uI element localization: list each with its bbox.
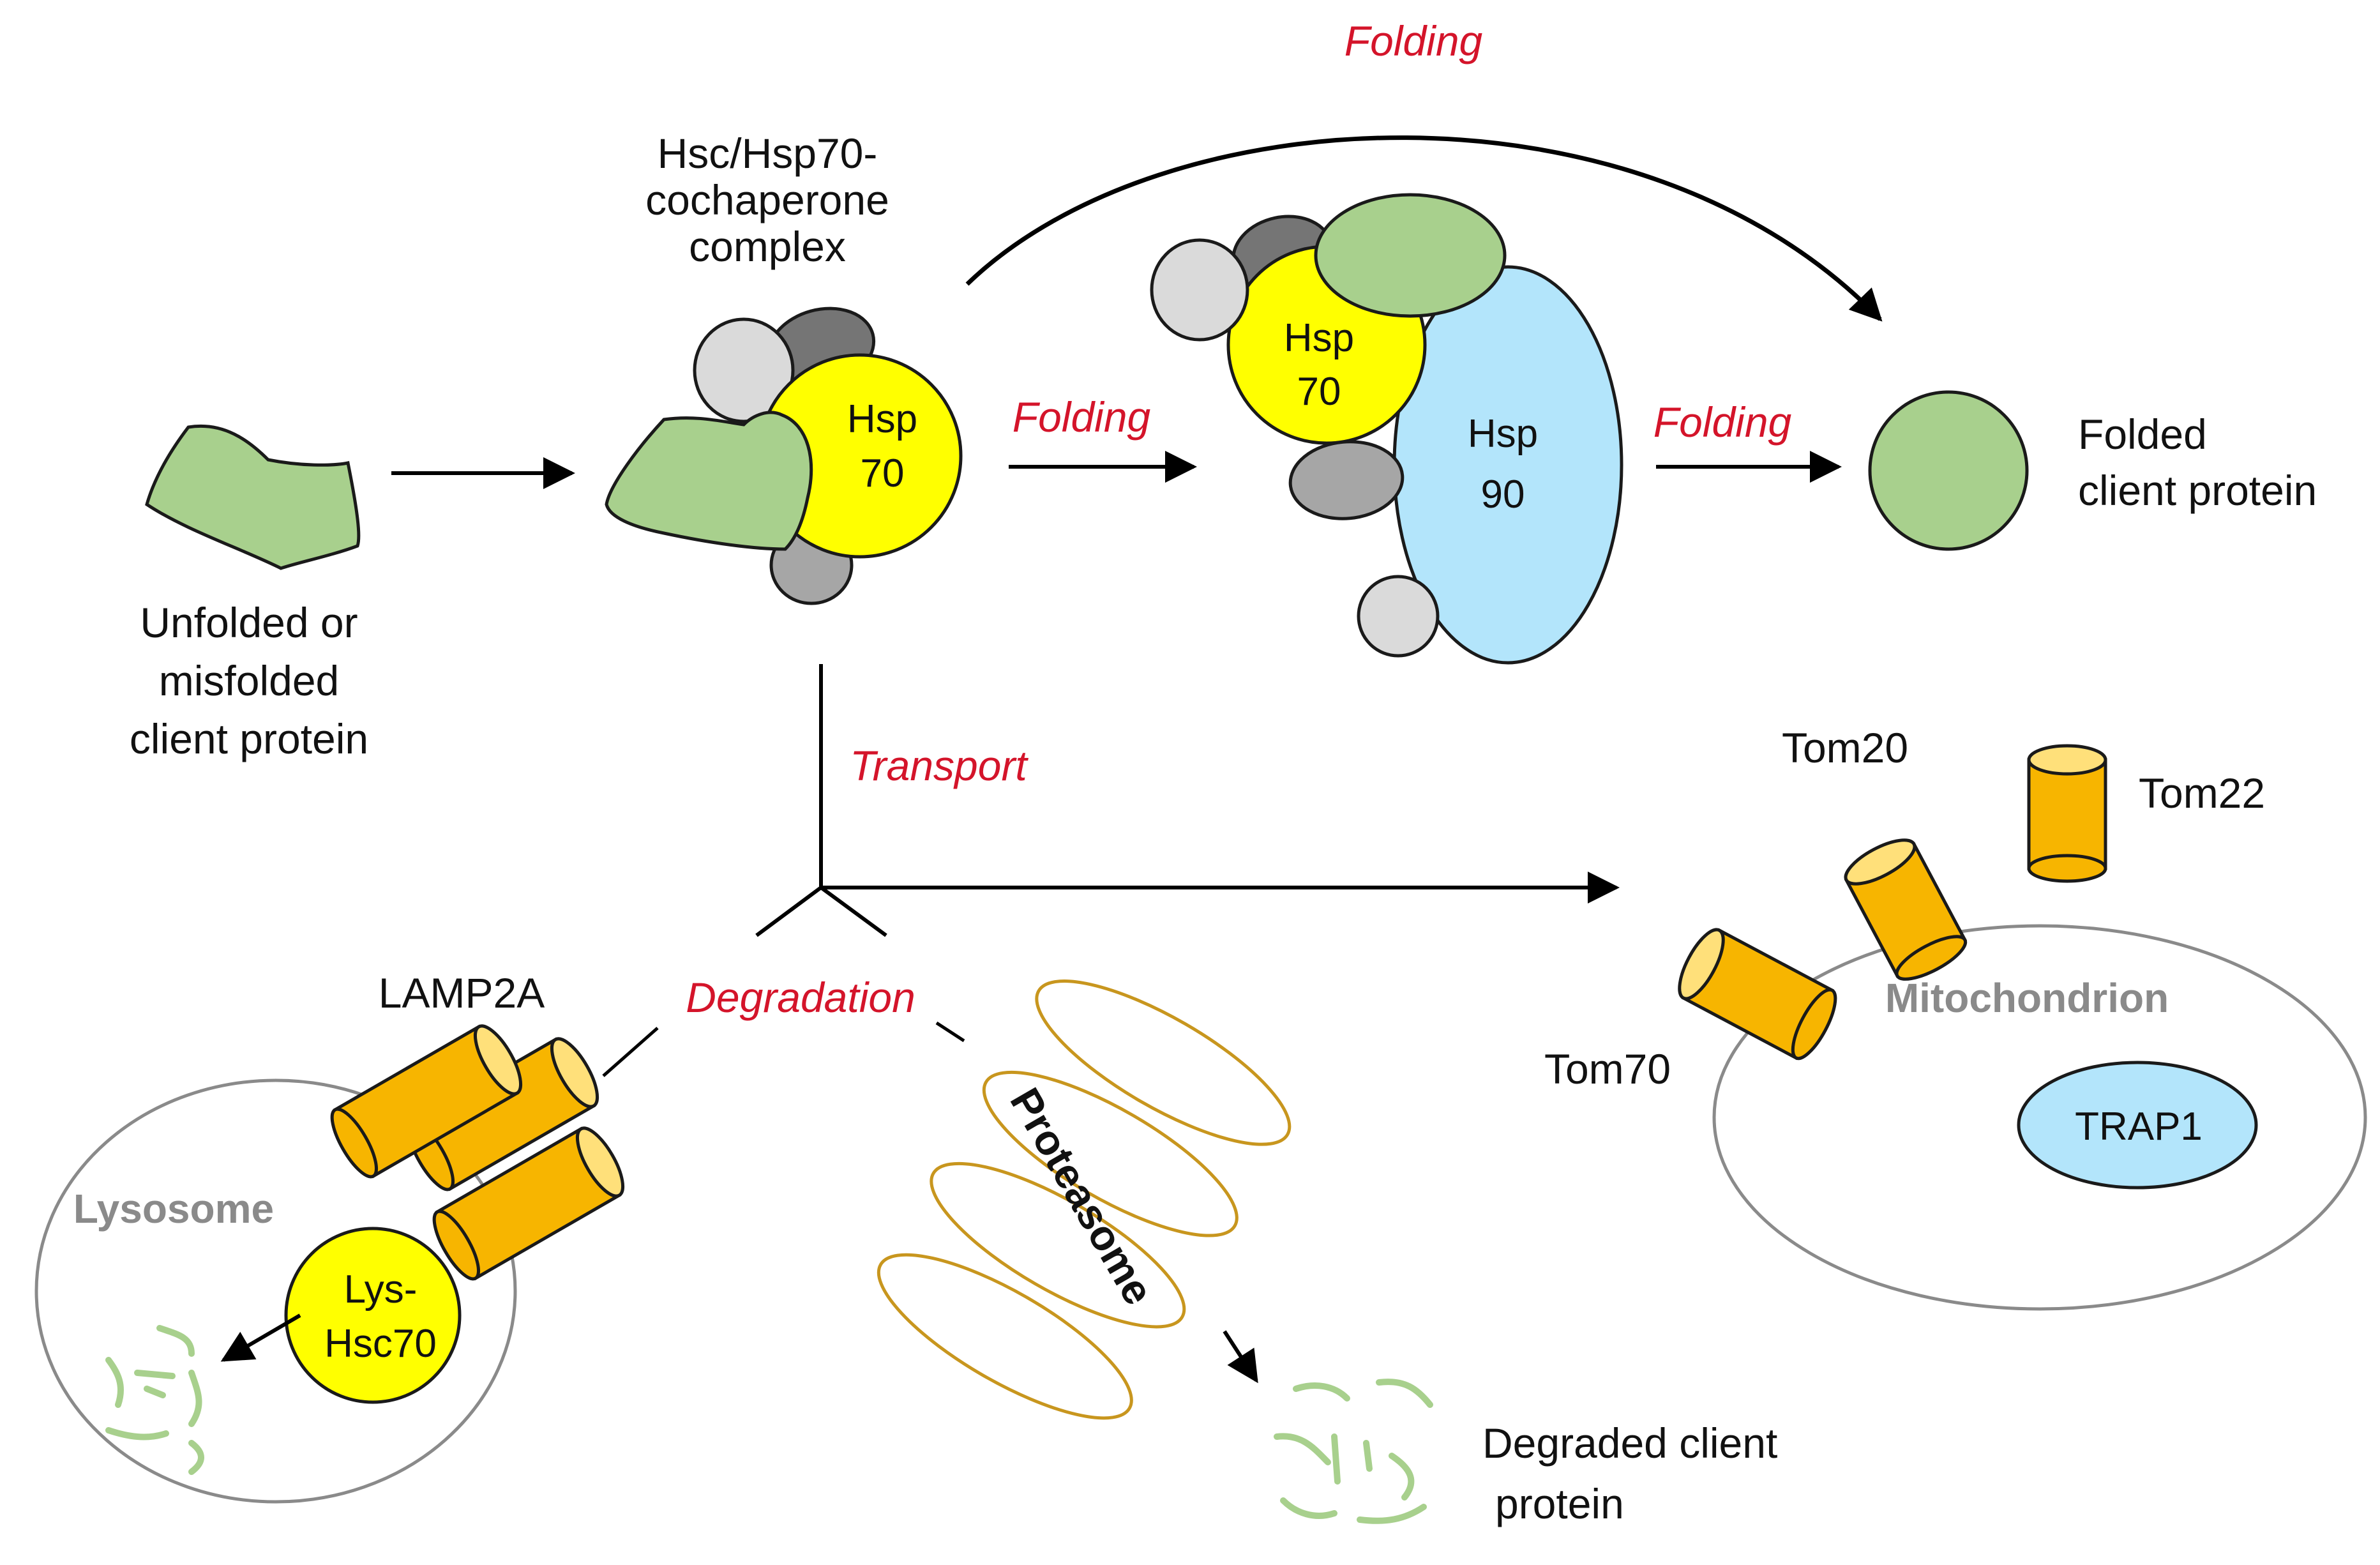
tom22-label: Tom22 — [2139, 769, 2265, 817]
lys-hsc70-label-1: Lys- — [344, 1267, 418, 1312]
complex-label-3: complex — [689, 223, 846, 270]
cochaperone-light-circle-2 — [1150, 238, 1249, 342]
degraded-label-2: protein — [1495, 1480, 1624, 1527]
folded-client-protein — [1868, 390, 2029, 551]
mitochondrion-outline — [1712, 924, 2367, 1311]
lys-hsc70-circle — [284, 1227, 462, 1404]
mitochondrion-label: Mitochondrion — [1885, 975, 2169, 1021]
unfolded-label-2: misfolded — [159, 657, 339, 704]
degradation-branch-right — [820, 886, 887, 937]
folded-label-1: Folded — [2078, 411, 2207, 458]
folding-label-top: Folding — [1344, 17, 1483, 64]
complex-label-1: Hsc/Hsp70- — [658, 130, 878, 177]
trap1-ellipse — [2017, 1061, 2258, 1190]
tom20-cylinder — [1844, 838, 1968, 981]
hsp70-2-label-1: Hsp — [1284, 316, 1354, 360]
hsp70-2-label-2: 70 — [1297, 370, 1341, 414]
hsp70-label-1: Hsp — [847, 397, 917, 441]
degradation-label: Degradation — [686, 974, 915, 1021]
proteasome-shape — [877, 979, 1292, 1420]
complex-client-protein-shape — [605, 411, 813, 551]
tom22-cylinder — [2027, 744, 2107, 883]
folding-label-mid2: Folding — [1653, 398, 1792, 446]
trap1-label: TRAP1 — [2075, 1105, 2203, 1149]
arrow-to-degraded — [1223, 1330, 1258, 1384]
degraded-fragments — [1274, 1379, 1433, 1524]
degradation-branch-left — [755, 886, 822, 937]
transport-label: Transport — [850, 742, 1028, 789]
lysosome-degraded-fragments — [105, 1325, 204, 1475]
lysosome-outline — [34, 1078, 517, 1504]
degradation-line-to-lamp2a — [602, 1027, 659, 1077]
tom70-cylinder — [1678, 928, 1837, 1061]
lys-hsc70-label-2: Hsc70 — [324, 1322, 437, 1366]
unfolded-label-1: Unfolded or — [140, 599, 358, 646]
arrow-to-lysosome-degraded — [220, 1313, 301, 1362]
folded-label-2: client protein — [2078, 467, 2317, 514]
lamp2a-label: LAMP2A — [379, 969, 545, 1017]
cochaperone-grey-ellipse — [1288, 440, 1405, 520]
unfolded-client-protein-shape — [145, 424, 361, 570]
tom20-label: Tom20 — [1782, 724, 1908, 771]
cochaperone-small-circle — [1357, 575, 1440, 658]
degraded-label-1: Degraded client — [1482, 1419, 1777, 1467]
tom70-label: Tom70 — [1544, 1045, 1671, 1092]
hsp90-client-protein — [1314, 193, 1507, 318]
folding-label-mid1: Folding — [1013, 393, 1151, 441]
cochaperone-light-circle — [693, 317, 795, 423]
lamp2a-cylinder-top — [330, 1024, 523, 1179]
unfolded-label-3: client protein — [130, 715, 368, 762]
lysosome-label: Lysosome — [73, 1186, 274, 1232]
folding-arc-arrow — [965, 135, 1883, 322]
hsp70-label-2: 70 — [861, 451, 905, 495]
hsp90-label-2: 90 — [1481, 473, 1525, 517]
degradation-line-to-proteasome — [935, 1021, 965, 1043]
lamp2a-cylinder-front — [432, 1126, 625, 1281]
hsp90-label-1: Hsp — [1468, 412, 1538, 456]
complex-label-2: cochaperone — [645, 176, 889, 223]
